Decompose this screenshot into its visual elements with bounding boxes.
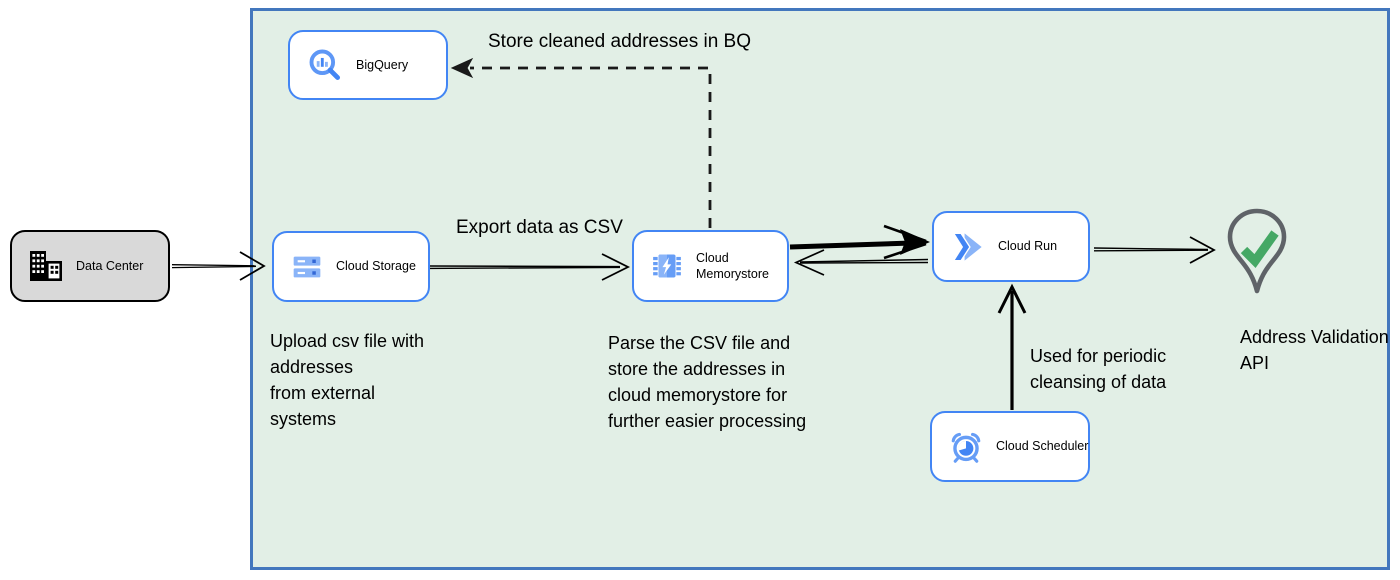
node-label-bigquery: BigQuery: [356, 57, 409, 72]
periodic-cleansing-note: Used for periodic cleansing of data: [1030, 346, 1167, 392]
node-label-data-center: Data Center: [76, 258, 144, 273]
node-label-cloud-scheduler: Cloud Scheduler: [996, 439, 1089, 454]
address-validation-api-label: Address Validation API: [1240, 327, 1389, 373]
export-data-csv-label: Export data as CSV: [456, 217, 623, 238]
node-cloud-run: Cloud Run: [932, 211, 1090, 282]
building-icon: [29, 251, 63, 281]
gcp-zone-container: [250, 8, 1390, 570]
node-label-cloud-run: Cloud Run: [998, 239, 1058, 254]
bigquery-magnifier-icon: [307, 47, 343, 83]
node-label-cloud-memorystore: Cloud Memorystore: [696, 250, 769, 281]
node-bigquery: BigQuery: [288, 30, 448, 100]
storage-buckets-icon: [291, 251, 323, 283]
node-cloud-storage: Cloud Storage: [272, 231, 430, 302]
node-cloud-memorystore: Cloud Memorystore: [632, 230, 789, 302]
run-chevrons-icon: [951, 232, 985, 262]
parse-csv-note: Parse the CSV file and store the address…: [608, 333, 807, 431]
node-label-cloud-storage: Cloud Storage: [336, 259, 416, 274]
map-pin-check-icon: [1222, 206, 1292, 313]
node-cloud-scheduler: Cloud Scheduler: [930, 411, 1090, 482]
memory-chip-bolt-icon: [651, 250, 683, 282]
alarm-clock-icon: [949, 430, 983, 464]
node-data-center: Data Center: [10, 230, 170, 302]
store-cleaned-addresses-label: Store cleaned addresses in BQ: [488, 31, 751, 52]
upload-csv-note: Upload csv file with addresses from exte…: [270, 331, 425, 429]
